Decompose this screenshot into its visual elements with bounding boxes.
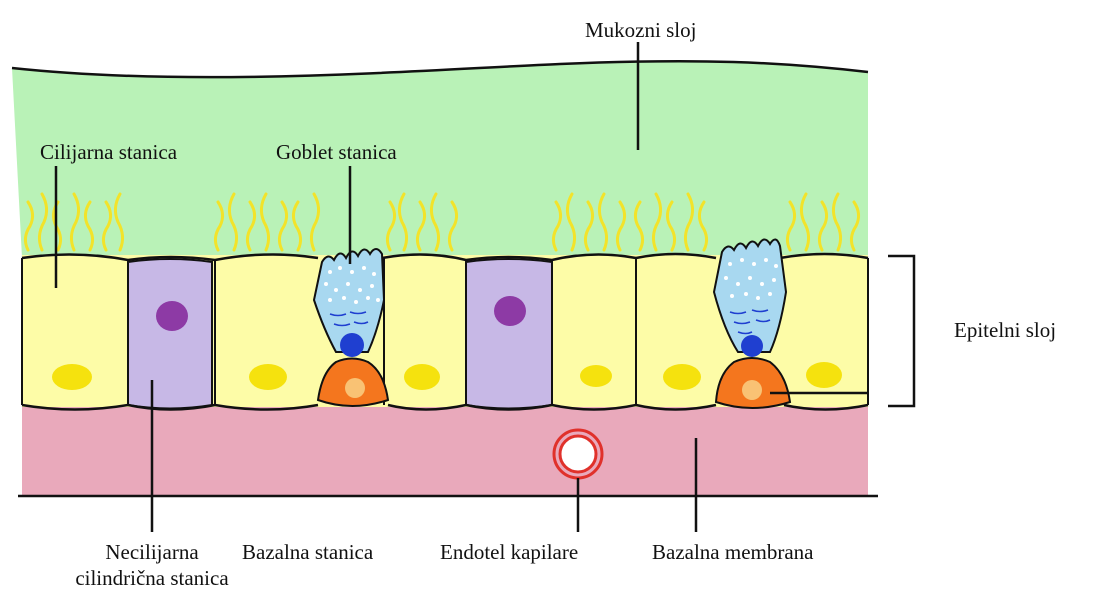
label-epithelial-layer: Epitelni sloj bbox=[954, 318, 1056, 342]
label-goblet-cell: Goblet stanica bbox=[276, 140, 397, 164]
label-nonciliated-line2: cilindrična stanica bbox=[34, 566, 270, 590]
capillary bbox=[554, 430, 602, 478]
label-mucus-layer: Mukozni sloj bbox=[585, 18, 696, 42]
label-basal-cell: Bazalna stanica bbox=[242, 540, 373, 564]
epithelial-bracket bbox=[888, 256, 914, 406]
nonciliated-cell-1 bbox=[128, 259, 212, 409]
label-ciliated-cell: Cilijarna stanica bbox=[40, 140, 177, 164]
basement-membrane-region bbox=[22, 400, 868, 496]
label-basement-membrane: Bazalna membrana bbox=[652, 540, 814, 564]
label-nonciliated-line1: Necilijarna bbox=[34, 540, 270, 564]
nonciliated-nucleus-1 bbox=[156, 301, 188, 331]
label-capillary-endothelium: Endotel kapilare bbox=[440, 540, 578, 564]
nonciliated-nucleus-2 bbox=[494, 296, 526, 326]
nonciliated-cell-2 bbox=[466, 259, 552, 409]
